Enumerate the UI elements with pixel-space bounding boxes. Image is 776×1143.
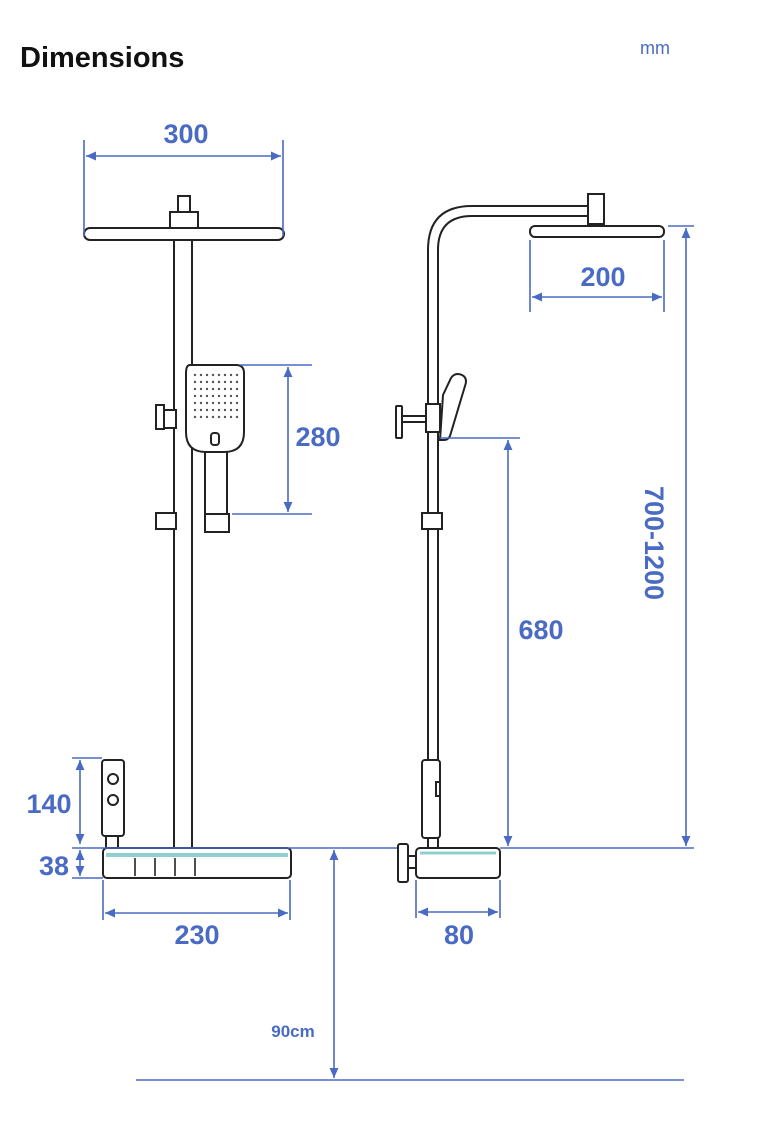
nozzle-dot	[211, 387, 215, 391]
nozzle-dot	[223, 415, 227, 419]
side-rail-pipe	[427, 431, 439, 763]
nozzle-dot	[229, 380, 233, 384]
nozzle-dot	[205, 394, 209, 398]
front-shower-head	[83, 227, 285, 241]
nozzle-dot	[217, 401, 221, 405]
nozzle-dot	[229, 394, 233, 398]
side-view	[395, 193, 665, 883]
front-diverter-block	[163, 409, 177, 429]
nozzle-dot	[199, 387, 203, 391]
nozzle-dot	[235, 394, 239, 398]
front-head-connector-top	[177, 195, 191, 213]
nozzle-dot	[235, 387, 239, 391]
nozzle-dot	[193, 373, 197, 377]
handheld-shower	[185, 364, 245, 517]
nozzle-dot	[229, 408, 233, 412]
nozzle-dot	[211, 401, 215, 405]
front-dimensions: 300 280 140 38 230 90cm	[26, 119, 684, 1081]
front-shelf	[102, 847, 292, 879]
front-riser-pipe	[173, 239, 193, 849]
nozzle-dot	[229, 401, 233, 405]
front-head-connector	[169, 211, 199, 229]
nozzle-dot	[223, 387, 227, 391]
nozzle-dot	[205, 380, 209, 384]
side-diverter-stem	[401, 415, 427, 423]
nozzle-dot	[205, 401, 209, 405]
nozzle-dot	[223, 401, 227, 405]
mixer-panel	[101, 759, 125, 849]
side-thermostat-knob[interactable]	[397, 843, 409, 883]
side-dimensions: 200 680 700-1200 80	[415, 225, 694, 950]
nozzle-dot	[211, 408, 215, 412]
side-slider	[421, 512, 443, 530]
nozzle-dot	[217, 394, 221, 398]
side-shelf	[415, 847, 501, 879]
nozzle-dot	[235, 401, 239, 405]
nozzle-dot	[199, 394, 203, 398]
mixer-knob-top[interactable]	[107, 773, 119, 785]
nozzle-dot	[223, 408, 227, 412]
nozzle-dot	[229, 373, 233, 377]
nozzle-dot	[211, 373, 215, 377]
front-view	[83, 195, 292, 879]
nozzle-dot	[217, 373, 221, 377]
dim-300: 300	[163, 119, 208, 149]
nozzle-dot	[235, 408, 239, 412]
nozzle-dot	[217, 408, 221, 412]
nozzle-dot	[193, 401, 197, 405]
nozzle-dot	[199, 401, 203, 405]
mixer-knob-bottom[interactable]	[107, 794, 119, 806]
nozzle-dot	[217, 415, 221, 419]
nozzle-dot	[223, 373, 227, 377]
nozzle-dot	[235, 373, 239, 377]
side-diverter-body	[425, 403, 441, 433]
nozzle-dot	[229, 387, 233, 391]
nozzle-dot	[211, 380, 215, 384]
nozzle-dot	[235, 415, 239, 419]
nozzle-dot	[205, 373, 209, 377]
dim-80: 80	[444, 920, 474, 950]
side-handheld[interactable]	[438, 373, 467, 441]
dim-680: 680	[518, 615, 563, 645]
nozzle-dot	[205, 408, 209, 412]
front-diverter-knob	[155, 404, 165, 430]
side-mixer-body	[421, 759, 441, 839]
nozzle-dot	[211, 394, 215, 398]
dim-200: 200	[580, 262, 625, 292]
handheld-button[interactable]	[210, 432, 220, 446]
dim-700-1200: 700-1200	[639, 486, 669, 600]
front-holder	[204, 513, 230, 533]
page-title: Dimensions	[20, 42, 185, 74]
nozzle-dot	[229, 415, 233, 419]
nozzle-dot	[205, 387, 209, 391]
side-arm-connector	[587, 193, 605, 225]
nozzle-dot	[235, 380, 239, 384]
nozzle-dot	[199, 380, 203, 384]
nozzle-dot	[193, 387, 197, 391]
nozzle-dot	[217, 387, 221, 391]
dim-38: 38	[39, 851, 69, 881]
nozzle-dot	[193, 394, 197, 398]
nozzle-dot	[193, 408, 197, 412]
dim-280: 280	[295, 422, 340, 452]
nozzle-dot	[199, 408, 203, 412]
nozzle-dot	[223, 394, 227, 398]
front-slider-bracket	[155, 512, 177, 530]
side-shower-head	[529, 225, 665, 238]
dim-140: 140	[26, 789, 71, 819]
nozzle-dot	[193, 415, 197, 419]
nozzle-dot	[199, 373, 203, 377]
nozzle-dot	[205, 415, 209, 419]
nozzle-dot	[199, 415, 203, 419]
side-diverter-knob[interactable]	[395, 405, 403, 439]
dim-90cm: 90cm	[271, 1022, 314, 1041]
dim-230: 230	[174, 920, 219, 950]
unit-label: mm	[640, 38, 670, 58]
handheld-nozzle-grid	[193, 373, 239, 419]
nozzle-dot	[211, 415, 215, 419]
nozzle-dot	[223, 380, 227, 384]
nozzle-dot	[217, 380, 221, 384]
nozzle-dot	[193, 380, 197, 384]
